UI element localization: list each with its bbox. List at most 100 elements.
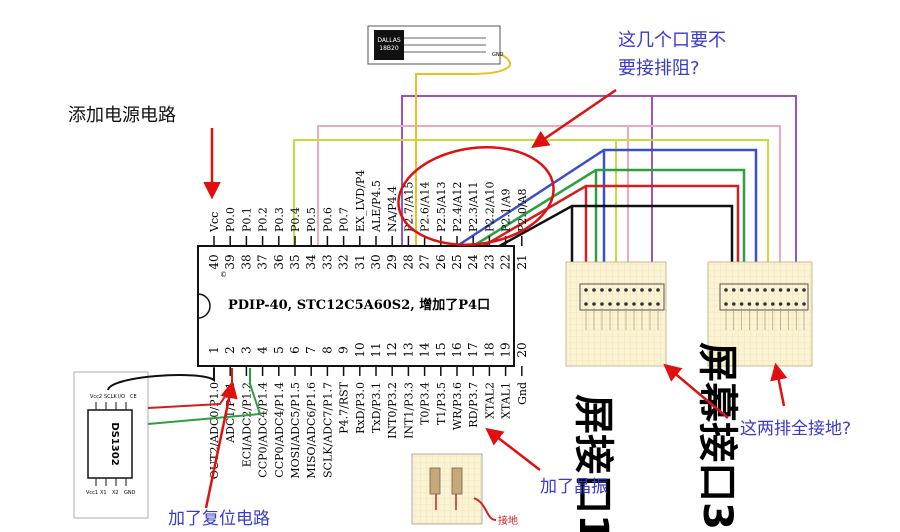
wire-bundle-p2 (453, 148, 758, 272)
chip-bottom-pin-num: 4 (256, 346, 270, 354)
chip-bottom-pin-label: MISO/ADC6/P1.6 (305, 382, 318, 479)
header-pin (584, 288, 588, 292)
chip-top-pin-num: 33 (320, 254, 334, 269)
ds1302-module: DS1302 Vcc2 SCLK I/O CE Vcc1 X1 X2 GND (73, 371, 149, 519)
chip-bottom-pin-label: RxD/P3.0 (354, 382, 367, 434)
header-pin (747, 302, 752, 306)
header-pin (592, 288, 596, 292)
chip-top-pin-num: 39 (223, 254, 237, 269)
annotation-ports-question-2: 要接排阻? (618, 58, 700, 79)
chip-top-pin-label: P0.1 (240, 207, 253, 232)
mcu-chip: © PDIP-40, STC12C5A60S2, 增加了P4口 40Vcc39P… (197, 170, 529, 479)
chip-bottom-pin-label: P4.7/RST (338, 381, 351, 433)
header-pin (763, 302, 767, 306)
chip-top-pin-label: P2.5/A13 (435, 181, 448, 232)
chip-bottom-pin-label: SCLK/ADC7/P1.7 (321, 382, 334, 478)
header-pin (763, 288, 767, 292)
highlight-ellipse (397, 145, 555, 247)
header-pin (608, 302, 612, 306)
chip-bottom-pin-num: 19 (499, 342, 513, 357)
chip-bottom-pin-label: TxD/P3.1 (370, 382, 383, 433)
header-pin (640, 288, 644, 292)
rtc-pin-x2: X2 (112, 490, 119, 496)
rtc-pin-vcc1: Vcc1 (86, 490, 98, 496)
header-pin (648, 302, 652, 306)
wire-purple (401, 95, 797, 272)
chip-bottom-pin-label: WR/P3.6 (451, 382, 464, 430)
header-pin (632, 302, 636, 306)
wire-red (479, 184, 740, 272)
header-pin (771, 288, 775, 292)
arrow-crystal (485, 427, 541, 471)
chip-bottom-pin-label: INT0/P3.2 (386, 382, 399, 439)
header-pin (755, 288, 759, 292)
chip-top-pin-label: P0.0 (224, 207, 237, 232)
annotation-reset-circuit: 加了复位电路 (168, 509, 270, 529)
chip-top-pin-num: 22 (499, 254, 513, 269)
chip-bottom-pin-num: 18 (482, 342, 496, 357)
rtc-pin-io: I/O (118, 394, 125, 400)
wire-yellowgreen (293, 139, 769, 272)
wire-crystal-ground (473, 497, 497, 521)
chip-bottom-pin-label: T0/P3.4 (419, 382, 432, 425)
header-pin (732, 288, 736, 292)
rtc-pin-ce: CE (130, 394, 137, 400)
chip-top-pin-label: P2.0/A8 (516, 188, 529, 232)
header-pin (584, 302, 588, 306)
rtc-pin-x1: X1 (100, 490, 107, 496)
chip-top-pin-label: EX_LVD/P4 (354, 170, 367, 232)
rtc-pin-gnd: GND (124, 490, 136, 496)
header-pin (755, 302, 759, 306)
header-pin (771, 302, 775, 306)
chip-bottom-pin-num: 3 (239, 346, 253, 354)
chip-bottom-pin-num: 20 (515, 342, 529, 357)
chip-top-pin-label: P0.3 (273, 207, 286, 232)
chip-top-pin-label: P2.1/A9 (500, 188, 513, 232)
header-pin (600, 288, 604, 292)
header-pin (656, 288, 660, 292)
chip-bottom-pin-num: 6 (288, 346, 302, 354)
chip-top-pin-num: 24 (466, 254, 480, 270)
header-pin (724, 288, 728, 292)
chip-top-pin-num: 27 (418, 254, 432, 269)
chip-bottom-pin-num: 16 (450, 342, 464, 357)
chip-bottom-pin-num: 5 (272, 346, 286, 354)
header-pin (656, 302, 660, 306)
chip-bottom-pin-num: 15 (434, 342, 448, 357)
header-pin (724, 302, 728, 306)
header-pin (786, 302, 791, 306)
arrow-reset (204, 380, 238, 509)
ds18b20-sensor: DALLAS 18B20 GND (367, 25, 504, 65)
rtc-chip-name: DS1302 (109, 422, 120, 465)
header-pin (786, 288, 791, 292)
header-pin (802, 288, 806, 292)
sensor-model: 18B20 (379, 45, 399, 52)
chip-top-pin-label: P2.7/A15 (402, 181, 415, 232)
annotation-arrows (203, 88, 788, 509)
chip-top-pin-num: 35 (288, 254, 302, 269)
header-pin (640, 302, 644, 306)
header-pin (802, 302, 806, 306)
chip-top-pin-num: 34 (304, 254, 318, 270)
header-pin (632, 288, 636, 292)
chip-bottom-pin-label: T1/P3.5 (435, 382, 448, 425)
chip-bottom-pin-label: CCP0/ADC4/P1.4 (273, 382, 286, 478)
header-pin (600, 302, 604, 306)
header-pin (747, 288, 752, 292)
chip-bottom-pin-label: CCP0/ADC4/P1.4 (257, 382, 270, 478)
chip-top-pins: 40Vcc39P0.038P0.137P0.236P0.335P0.434P0.… (207, 170, 529, 270)
annotation-crystal: 加了晶振 (540, 477, 608, 497)
header-pin (732, 302, 736, 306)
header-pin (608, 288, 612, 292)
header-pin (739, 288, 744, 292)
chip-top-pin-label: P2.3/A11 (467, 181, 480, 232)
header-pin (778, 302, 783, 306)
chip-top-pin-num: 21 (515, 254, 529, 269)
chip-top-pin-num: 28 (401, 254, 415, 269)
sensor-brand: DALLAS (377, 37, 401, 44)
chip-top-pin-label: P2.2/A10 (483, 181, 496, 232)
chip-top-pin-label: P2.4/A12 (451, 181, 464, 232)
chip-bottom-pin-label: RD/P3.7 (467, 382, 480, 428)
chip-top-pin-label: P0.2 (257, 207, 270, 232)
